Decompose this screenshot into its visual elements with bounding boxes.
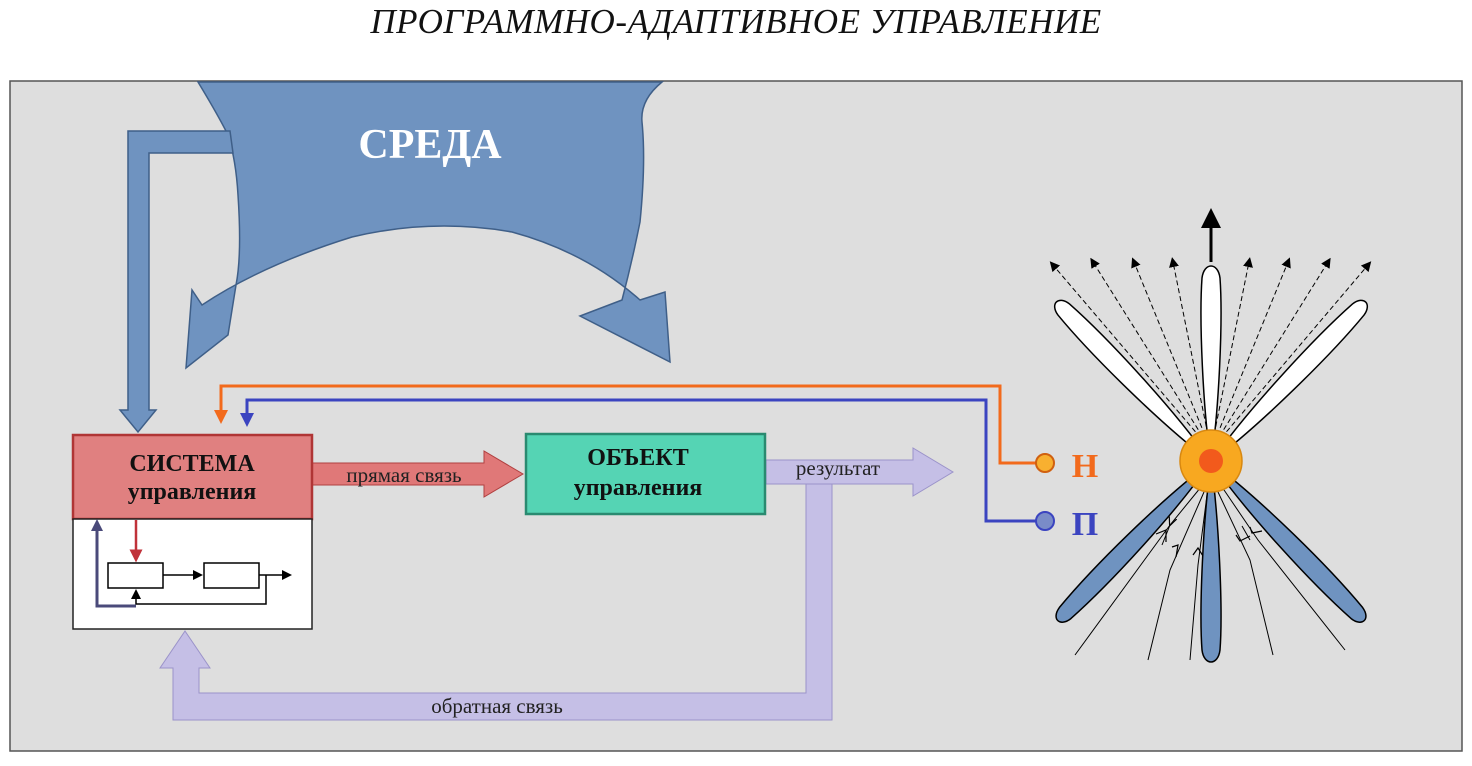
p-terminal-label: П (1072, 506, 1098, 543)
upper-blade-center (1200, 265, 1222, 463)
n-terminal-label: Н (1072, 448, 1098, 485)
control-object-box (524, 432, 767, 516)
control-object-line2: управления (574, 475, 703, 501)
inner-feedback-loop (131, 575, 267, 605)
center-inner (1199, 449, 1223, 473)
control-system-header (71, 433, 314, 521)
n-terminal (1035, 453, 1055, 473)
environment-label: СРЕДА (358, 122, 502, 168)
upper-blade-left (1053, 299, 1212, 463)
control-system-line2: управления (128, 479, 257, 505)
direct-arrow (311, 450, 524, 498)
control-system-line1: СИСТЕМА (129, 451, 255, 477)
page-title: ПРОГРАММНО-АДАПТИВНОЕ УПРАВЛЕНИЕ (370, 2, 1102, 41)
lower-blade-center (1200, 461, 1222, 663)
dashed-rays (1049, 257, 1372, 451)
control-object-line1: ОБЪЕКТ (587, 445, 688, 471)
environment-input-arrow (118, 130, 234, 434)
inner-navy-loop (91, 519, 136, 608)
incoming-ray-arrowheads (1155, 526, 1263, 558)
result-label: результат (796, 456, 880, 480)
n-signal-line (214, 384, 1037, 465)
diagram-panel (9, 80, 1463, 752)
feedback-arrow (159, 481, 833, 721)
result-arrow (765, 447, 954, 497)
lower-blade-right (1210, 461, 1367, 623)
inner-block-1 (107, 562, 164, 589)
upper-blade-right (1210, 299, 1369, 463)
p-signal-line (240, 398, 1036, 523)
p-terminal (1035, 511, 1055, 531)
control-object: ОБЪЕКТ управления (524, 432, 767, 516)
inner-block-2 (203, 562, 260, 589)
environment-cloud: СРЕДА (185, 81, 671, 370)
direct-label: прямая связь (346, 463, 461, 487)
radiation-figure (1049, 208, 1372, 663)
lower-blade-left (1055, 461, 1212, 623)
control-system: СИСТЕМА управления (71, 433, 314, 630)
incoming-rays (1074, 486, 1346, 661)
feedback-label: обратная связь (431, 694, 563, 718)
